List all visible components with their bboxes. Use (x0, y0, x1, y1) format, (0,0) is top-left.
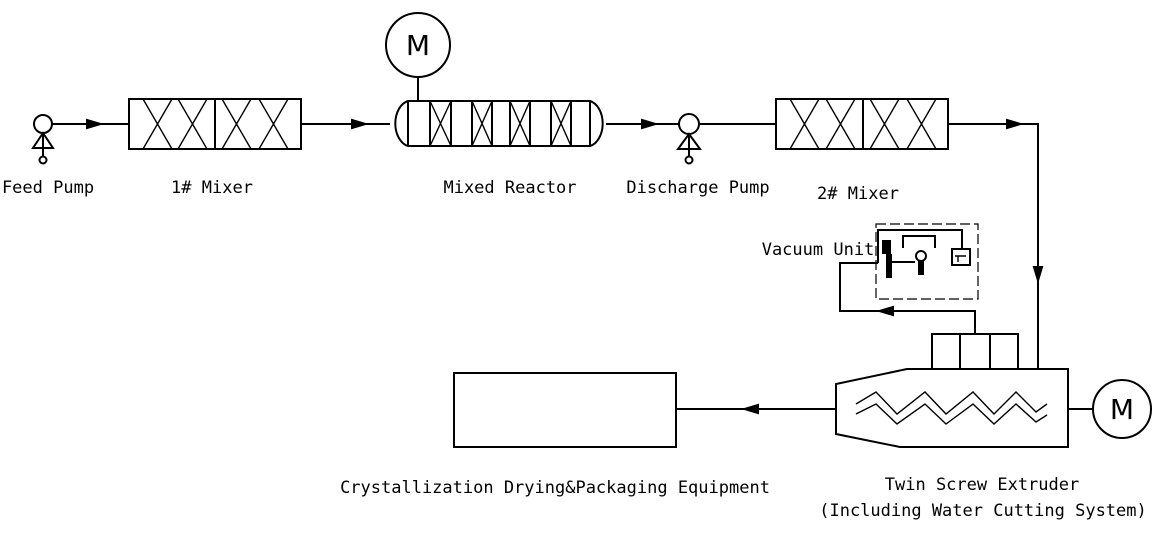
mixer-2[interactable] (775, 98, 949, 150)
discharge-pump-label: Discharge Pump (626, 178, 769, 198)
reactor-motor[interactable]: M (385, 12, 451, 78)
extruder-motor[interactable]: M (1092, 379, 1152, 439)
vacuum-unit-label: Vacuum Unit (762, 240, 875, 260)
motor-icon: M (1110, 393, 1134, 426)
motor-icon: M (406, 29, 430, 62)
mixed-reactor[interactable] (394, 78, 604, 147)
vacuum-unit[interactable] (875, 223, 979, 300)
extruder-label-line2: (Including Water Cutting System) (819, 501, 1147, 521)
mixer-2-label: 2# Mixer (817, 184, 899, 204)
twin-screw-extruder[interactable] (835, 333, 1093, 448)
pump-base-icon (38, 155, 48, 165)
pipe-extruder-to-vacuum (839, 262, 976, 334)
packaging-label: Crystallization Drying&Packaging Equipme… (340, 478, 770, 498)
packaging-equipment[interactable] (453, 372, 677, 448)
feed-pump[interactable] (31, 114, 55, 165)
pump-base-icon (684, 155, 694, 165)
mixed-reactor-label: Mixed Reactor (443, 178, 576, 198)
extruder-label-line1: Twin Screw Extruder (885, 475, 1079, 495)
discharge-pump[interactable] (676, 113, 702, 165)
mixer-1[interactable] (128, 98, 302, 150)
pipe-mixer2-to-extruder (948, 118, 1044, 369)
mixer-1-label: 1# Mixer (171, 178, 253, 198)
feed-pump-label: Feed Pump (2, 178, 94, 198)
